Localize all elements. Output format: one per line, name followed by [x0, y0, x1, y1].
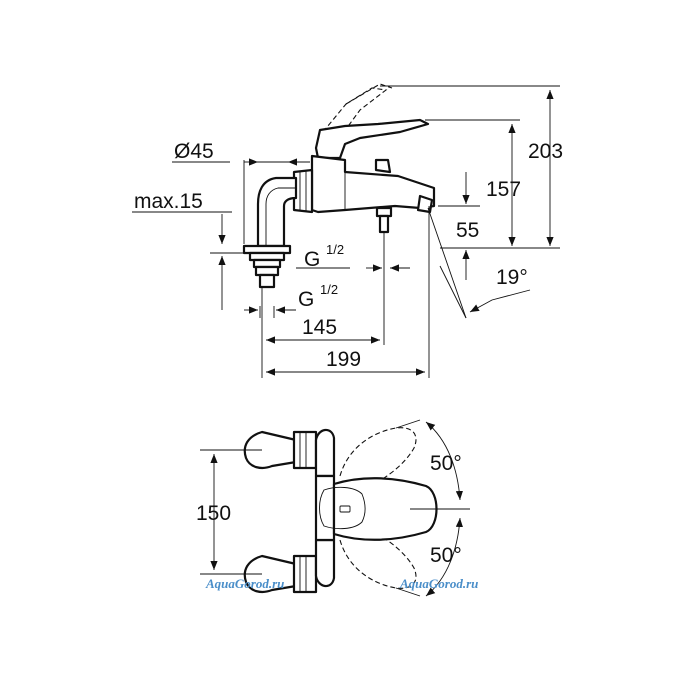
outlet-stub [378, 214, 390, 234]
dim-thread-upper-frac: 1/2 [326, 242, 344, 257]
body-middle [314, 474, 336, 542]
wall-flange [242, 244, 292, 289]
dim-length-145: 145 [302, 316, 337, 339]
lever-ghost-lower [339, 521, 417, 589]
dim-arc-lower [425, 517, 463, 597]
dim-max: max.15 [134, 190, 203, 213]
dim-diameter: Ø45 [174, 140, 214, 163]
dim-thread-upper-g: G [304, 248, 320, 271]
dim-angle-lower: 50° [430, 544, 462, 567]
dim-height-outlet: 55 [456, 219, 479, 242]
top-view: 150 50° 50° [196, 419, 470, 597]
nut-3 [254, 265, 280, 277]
lower-connector [243, 554, 318, 594]
upper-nut [292, 430, 318, 470]
thread-stub [258, 273, 276, 289]
outlet-nut [375, 206, 393, 218]
dim-length-199: 199 [326, 348, 361, 371]
dim-thread-lower-g: G [298, 288, 314, 311]
dim-line-19deg [469, 289, 531, 313]
dim-height-spout: 157 [486, 178, 521, 201]
dim-thread-lower-frac: 1/2 [320, 282, 338, 297]
watermark-left: AquaGorod.ru [205, 576, 284, 591]
lever-ghost-upper [339, 427, 417, 495]
lever-handle [314, 118, 430, 160]
dim-arc-upper [425, 421, 463, 501]
shower-outlet [375, 206, 393, 234]
watermark-right: AquaGorod.ru [399, 576, 478, 591]
mixer-body [310, 154, 436, 214]
eccentric-union [256, 168, 314, 248]
side-view: 203 157 55 19° Ø45 max.15 G 1/2 [132, 83, 563, 378]
dim-angle-outlet: 19° [496, 266, 528, 289]
dim-height-total: 203 [528, 140, 563, 163]
dim-spacing: 150 [196, 502, 231, 525]
dim-angle-upper: 50° [430, 452, 462, 475]
lever-raised-ghost [317, 83, 393, 141]
lower-nut [292, 554, 318, 594]
